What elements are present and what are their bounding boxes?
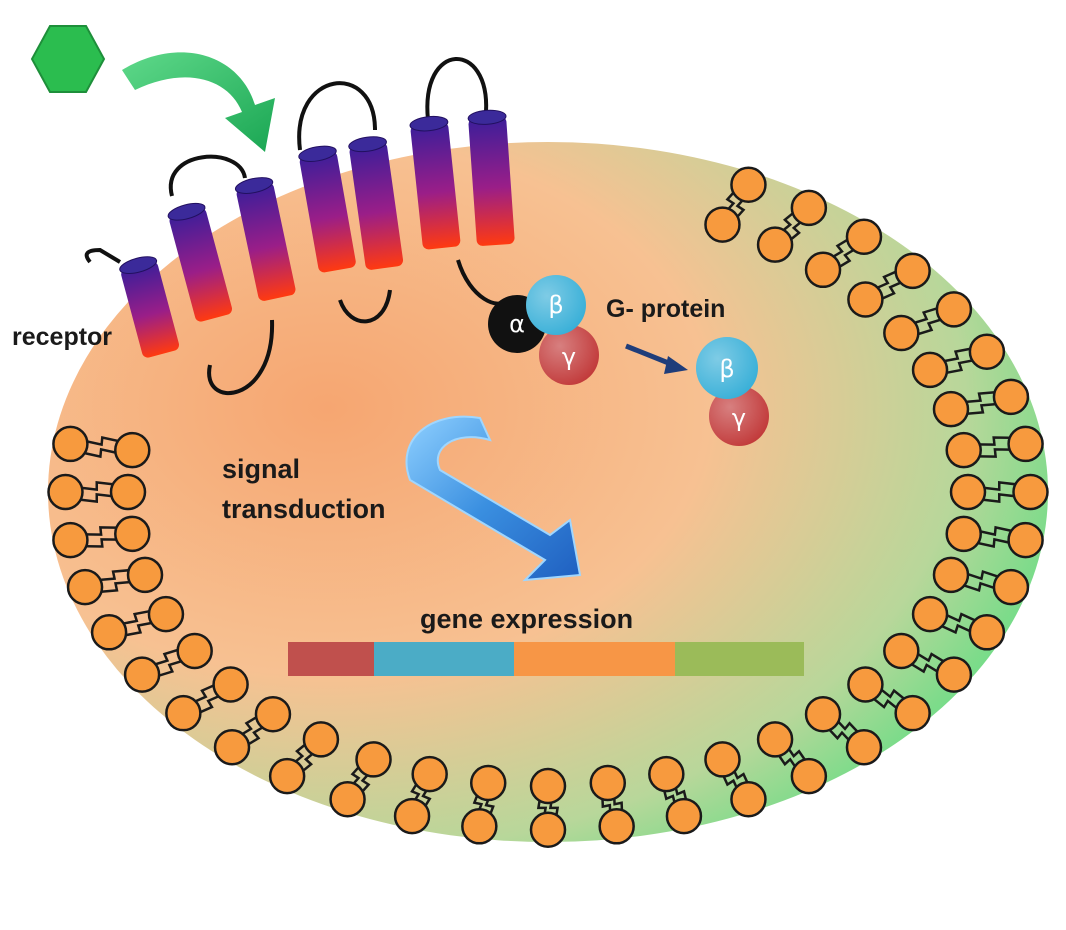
lipid-molecule: [804, 218, 883, 289]
lipid-molecule: [329, 741, 392, 818]
lipid-molecule: [52, 425, 151, 469]
receptor-helix: [298, 145, 356, 273]
arrow-icon: [625, 343, 688, 374]
transduction-label: transduction: [222, 494, 386, 524]
receptor-label: receptor: [12, 323, 112, 351]
beta-gamma-dimer: β γ: [696, 337, 769, 446]
lipid-molecule: [945, 515, 1044, 559]
lipid-molecule: [883, 291, 973, 352]
lipid-molecule: [268, 721, 340, 795]
lipid-molecule: [90, 595, 185, 651]
lipid-molecule: [393, 755, 448, 835]
gene-segment: [514, 642, 675, 676]
receptor: [119, 109, 515, 358]
lipid-molecule: [945, 425, 1044, 469]
lipid-molecule: [461, 764, 507, 845]
lipid-molecule: [911, 595, 1006, 651]
lipid-molecule: [756, 189, 828, 263]
lipid-molecule: [66, 556, 164, 606]
lipid-molecule: [213, 695, 292, 766]
alpha-label: α: [509, 310, 525, 338]
lipid-molecule: [123, 632, 213, 693]
lipid-molecule: [529, 767, 567, 848]
lipid-molecule: [847, 252, 931, 318]
lipid-molecule: [883, 632, 973, 693]
gene-segment: [288, 642, 374, 676]
lipid-molecule: [648, 755, 703, 835]
receptor-helix: [467, 109, 515, 246]
lipid-molecule: [47, 473, 147, 511]
curved-arrow-icon: [122, 52, 275, 152]
lipid-bilayer: [47, 166, 1049, 848]
g-protein-complex: α β γ: [488, 275, 599, 385]
lipid-molecule: [589, 764, 635, 845]
lipid-molecule: [52, 515, 151, 559]
lipid-molecule: [932, 378, 1030, 428]
gene-expression-label: gene expression: [420, 604, 633, 634]
receptor-helix: [348, 136, 404, 270]
gene-bar: [288, 642, 804, 676]
receptor-helix: [234, 177, 296, 301]
receptor-helix: [167, 202, 233, 322]
lipid-molecule: [911, 333, 1006, 389]
lipid-molecule: [932, 556, 1030, 606]
lipid-molecule: [949, 473, 1049, 511]
g-protein-label: G- protein: [606, 295, 725, 323]
beta-label: β: [719, 355, 734, 383]
gene-segment: [675, 642, 804, 676]
lipid-molecule: [847, 666, 931, 732]
receptor-helix: [119, 256, 180, 358]
gamma-label: γ: [562, 343, 576, 371]
curved-arrow-icon: [405, 415, 582, 582]
receptor-helix: [409, 115, 461, 250]
signal-label: signal: [222, 454, 300, 484]
lipid-molecule: [165, 666, 249, 732]
lipid-molecule: [704, 166, 767, 243]
lipid-molecule: [704, 741, 767, 818]
lipid-molecule: [804, 695, 883, 766]
gene-segment: [374, 642, 514, 676]
gamma-label: γ: [732, 404, 746, 432]
beta-label: β: [548, 291, 563, 319]
lipid-molecule: [756, 721, 828, 795]
hexagon-ligand-icon: [30, 25, 106, 93]
